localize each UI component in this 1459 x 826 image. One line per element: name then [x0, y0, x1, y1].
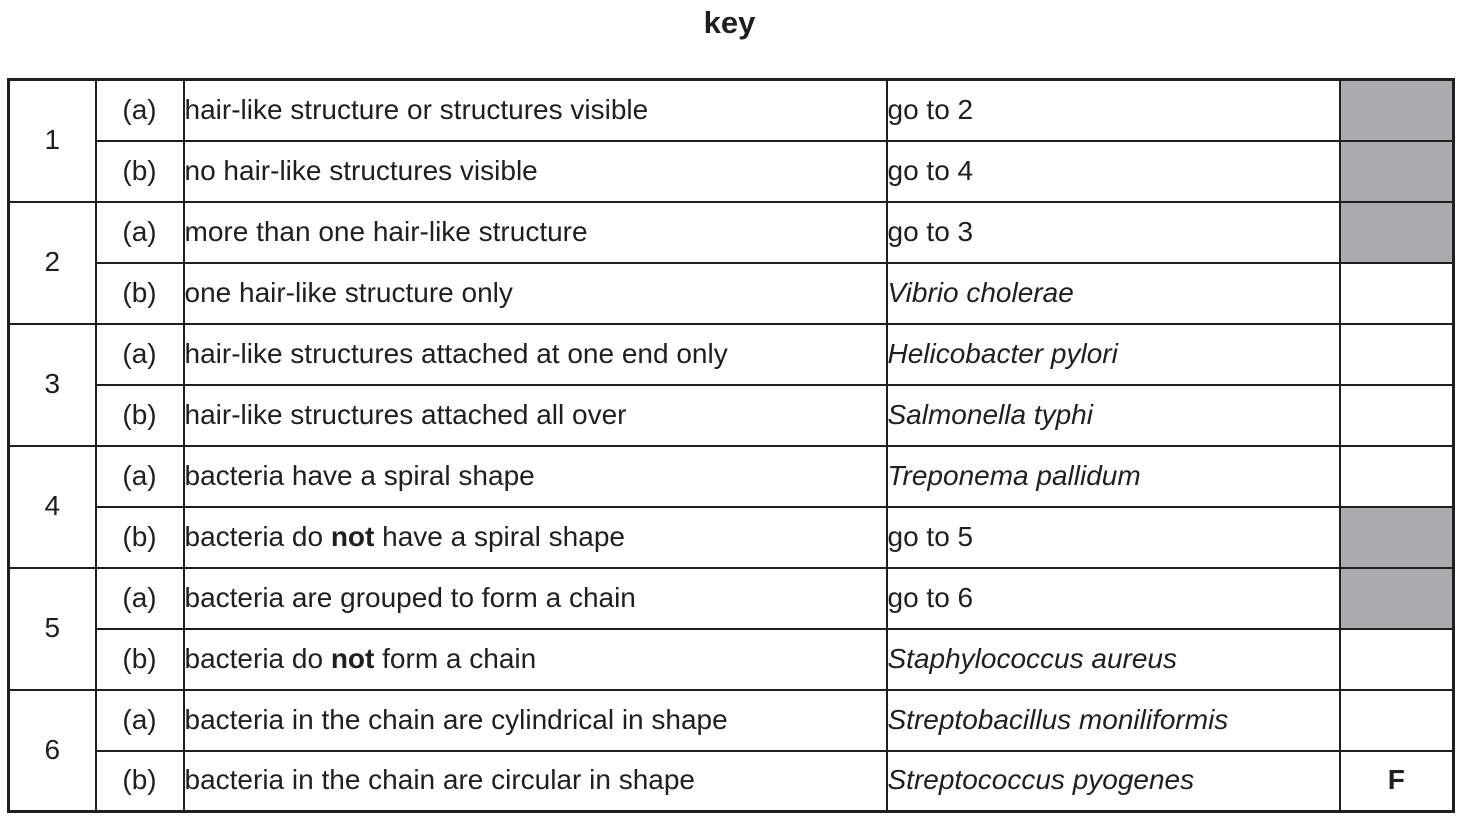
option-result-cell: Helicobacter pylori — [885, 322, 1341, 386]
answer-box-cell — [1338, 688, 1455, 752]
option-letter-cell: (b) — [94, 261, 185, 325]
option-letter-cell: (a) — [94, 566, 185, 630]
option-description-cell: more than one hair-like structure — [182, 200, 888, 264]
option-result-cell: go to 3 — [885, 200, 1341, 264]
key-table-body: 1(a)hair-like structure or structures vi… — [7, 78, 1455, 813]
answer-box-cell — [1338, 261, 1455, 325]
option-result-cell: Streptococcus pyogenes — [885, 749, 1341, 813]
key-row-3a: 3(a)hair-like structures attached at one… — [7, 322, 1455, 447]
option-description-cell: hair-like structure or structures visibl… — [182, 78, 888, 142]
answer-box-cell — [1338, 139, 1455, 203]
option-result-cell: Treponema pallidum — [885, 444, 1341, 508]
page-title: key — [703, 5, 756, 40]
answer-box-cell — [1338, 505, 1455, 569]
answer-box-cell — [1338, 627, 1455, 691]
option-letter-cell: (b) — [94, 749, 185, 813]
step-number-cell: 6 — [7, 688, 97, 813]
option-result-cell: Vibrio cholerae — [885, 261, 1341, 325]
option-description-cell: one hair-like structure only — [182, 261, 888, 325]
option-description-cell: bacteria do not form a chain — [182, 627, 888, 691]
option-result-cell: Staphylococcus aureus — [885, 627, 1341, 691]
answer-box-cell — [1338, 78, 1455, 142]
option-letter-cell: (a) — [94, 200, 185, 264]
option-result-cell: go to 5 — [885, 505, 1341, 569]
key-row-6a: 6(a)bacteria in the chain are cylindrica… — [7, 688, 1455, 813]
option-result-cell: go to 4 — [885, 139, 1341, 203]
key-table: 1(a)hair-like structure or structures vi… — [7, 78, 1455, 813]
option-description-cell: bacteria do not have a spiral shape — [182, 505, 888, 569]
key-row-3b: (b)hair-like structures attached all ove… — [9, 383, 1455, 447]
answer-box-cell — [1338, 444, 1455, 508]
answer-box-cell — [1338, 322, 1455, 386]
option-description-cell: hair-like structures attached at one end… — [182, 322, 888, 386]
option-description-cell: hair-like structures attached all over — [182, 383, 888, 447]
step-number-cell: 2 — [7, 200, 97, 325]
option-letter-cell: (a) — [94, 688, 185, 752]
option-description-cell: bacteria have a spiral shape — [182, 444, 888, 508]
option-result-cell: go to 2 — [885, 78, 1341, 142]
option-description-cell: bacteria in the chain are cylindrical in… — [182, 688, 888, 752]
step-number-cell: 5 — [7, 566, 97, 691]
option-description-cell: bacteria in the chain are circular in sh… — [182, 749, 888, 813]
option-letter-cell: (a) — [94, 322, 185, 386]
option-letter-cell: (b) — [94, 505, 185, 569]
answer-box-cell — [1338, 200, 1455, 264]
answer-box-cell: F — [1338, 749, 1455, 813]
step-number-cell: 3 — [7, 322, 97, 447]
key-row-5a: 5(a)bacteria are grouped to form a chain… — [7, 566, 1455, 691]
key-row-1a: 1(a)hair-like structure or structures vi… — [7, 78, 1455, 203]
option-result-cell: Salmonella typhi — [885, 383, 1341, 447]
option-letter-cell: (a) — [94, 78, 185, 142]
step-number-cell: 1 — [7, 78, 97, 203]
option-description-cell: no hair-like structures visible — [182, 139, 888, 203]
step-number-cell: 4 — [7, 444, 97, 569]
option-letter-cell: (b) — [94, 627, 185, 691]
answer-box-cell — [1338, 566, 1455, 630]
option-description-cell: bacteria are grouped to form a chain — [182, 566, 888, 630]
option-result-cell: go to 6 — [885, 566, 1341, 630]
option-letter-cell: (b) — [94, 383, 185, 447]
key-row-6b: (b)bacteria in the chain are circular in… — [9, 749, 1455, 813]
answer-box-cell — [1338, 383, 1455, 447]
option-letter-cell: (b) — [94, 139, 185, 203]
option-letter-cell: (a) — [94, 444, 185, 508]
option-result-cell: Streptobacillus moniliformis — [885, 688, 1341, 752]
